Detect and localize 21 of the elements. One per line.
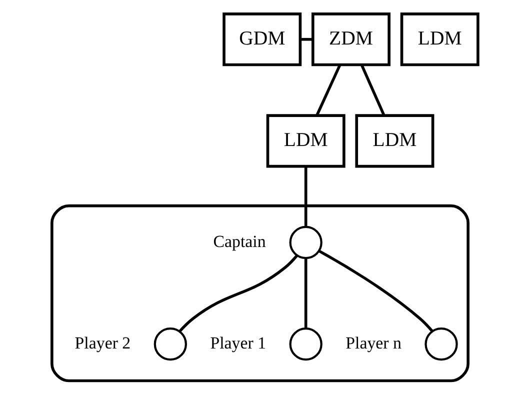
node-box: LDM <box>355 114 434 168</box>
node-label: Player 1 <box>210 333 266 352</box>
connector <box>304 166 308 226</box>
connector <box>178 254 298 332</box>
node-box: LDM <box>266 114 346 168</box>
cluster <box>50 204 470 382</box>
node-label: Player n <box>346 333 402 352</box>
node-box: GDM <box>222 12 302 66</box>
connector <box>318 250 434 332</box>
node-box: LDM <box>400 12 480 66</box>
node-label: Captain <box>213 232 266 251</box>
node-circle <box>424 328 458 361</box>
connector <box>304 258 308 329</box>
connector <box>300 38 313 41</box>
node-circle <box>289 226 322 260</box>
node-box: ZDM <box>311 12 390 66</box>
node-circle <box>289 328 322 361</box>
node-circle <box>154 328 187 361</box>
node-label: Player 2 <box>74 333 131 352</box>
connector <box>360 64 386 116</box>
connector <box>316 64 342 116</box>
